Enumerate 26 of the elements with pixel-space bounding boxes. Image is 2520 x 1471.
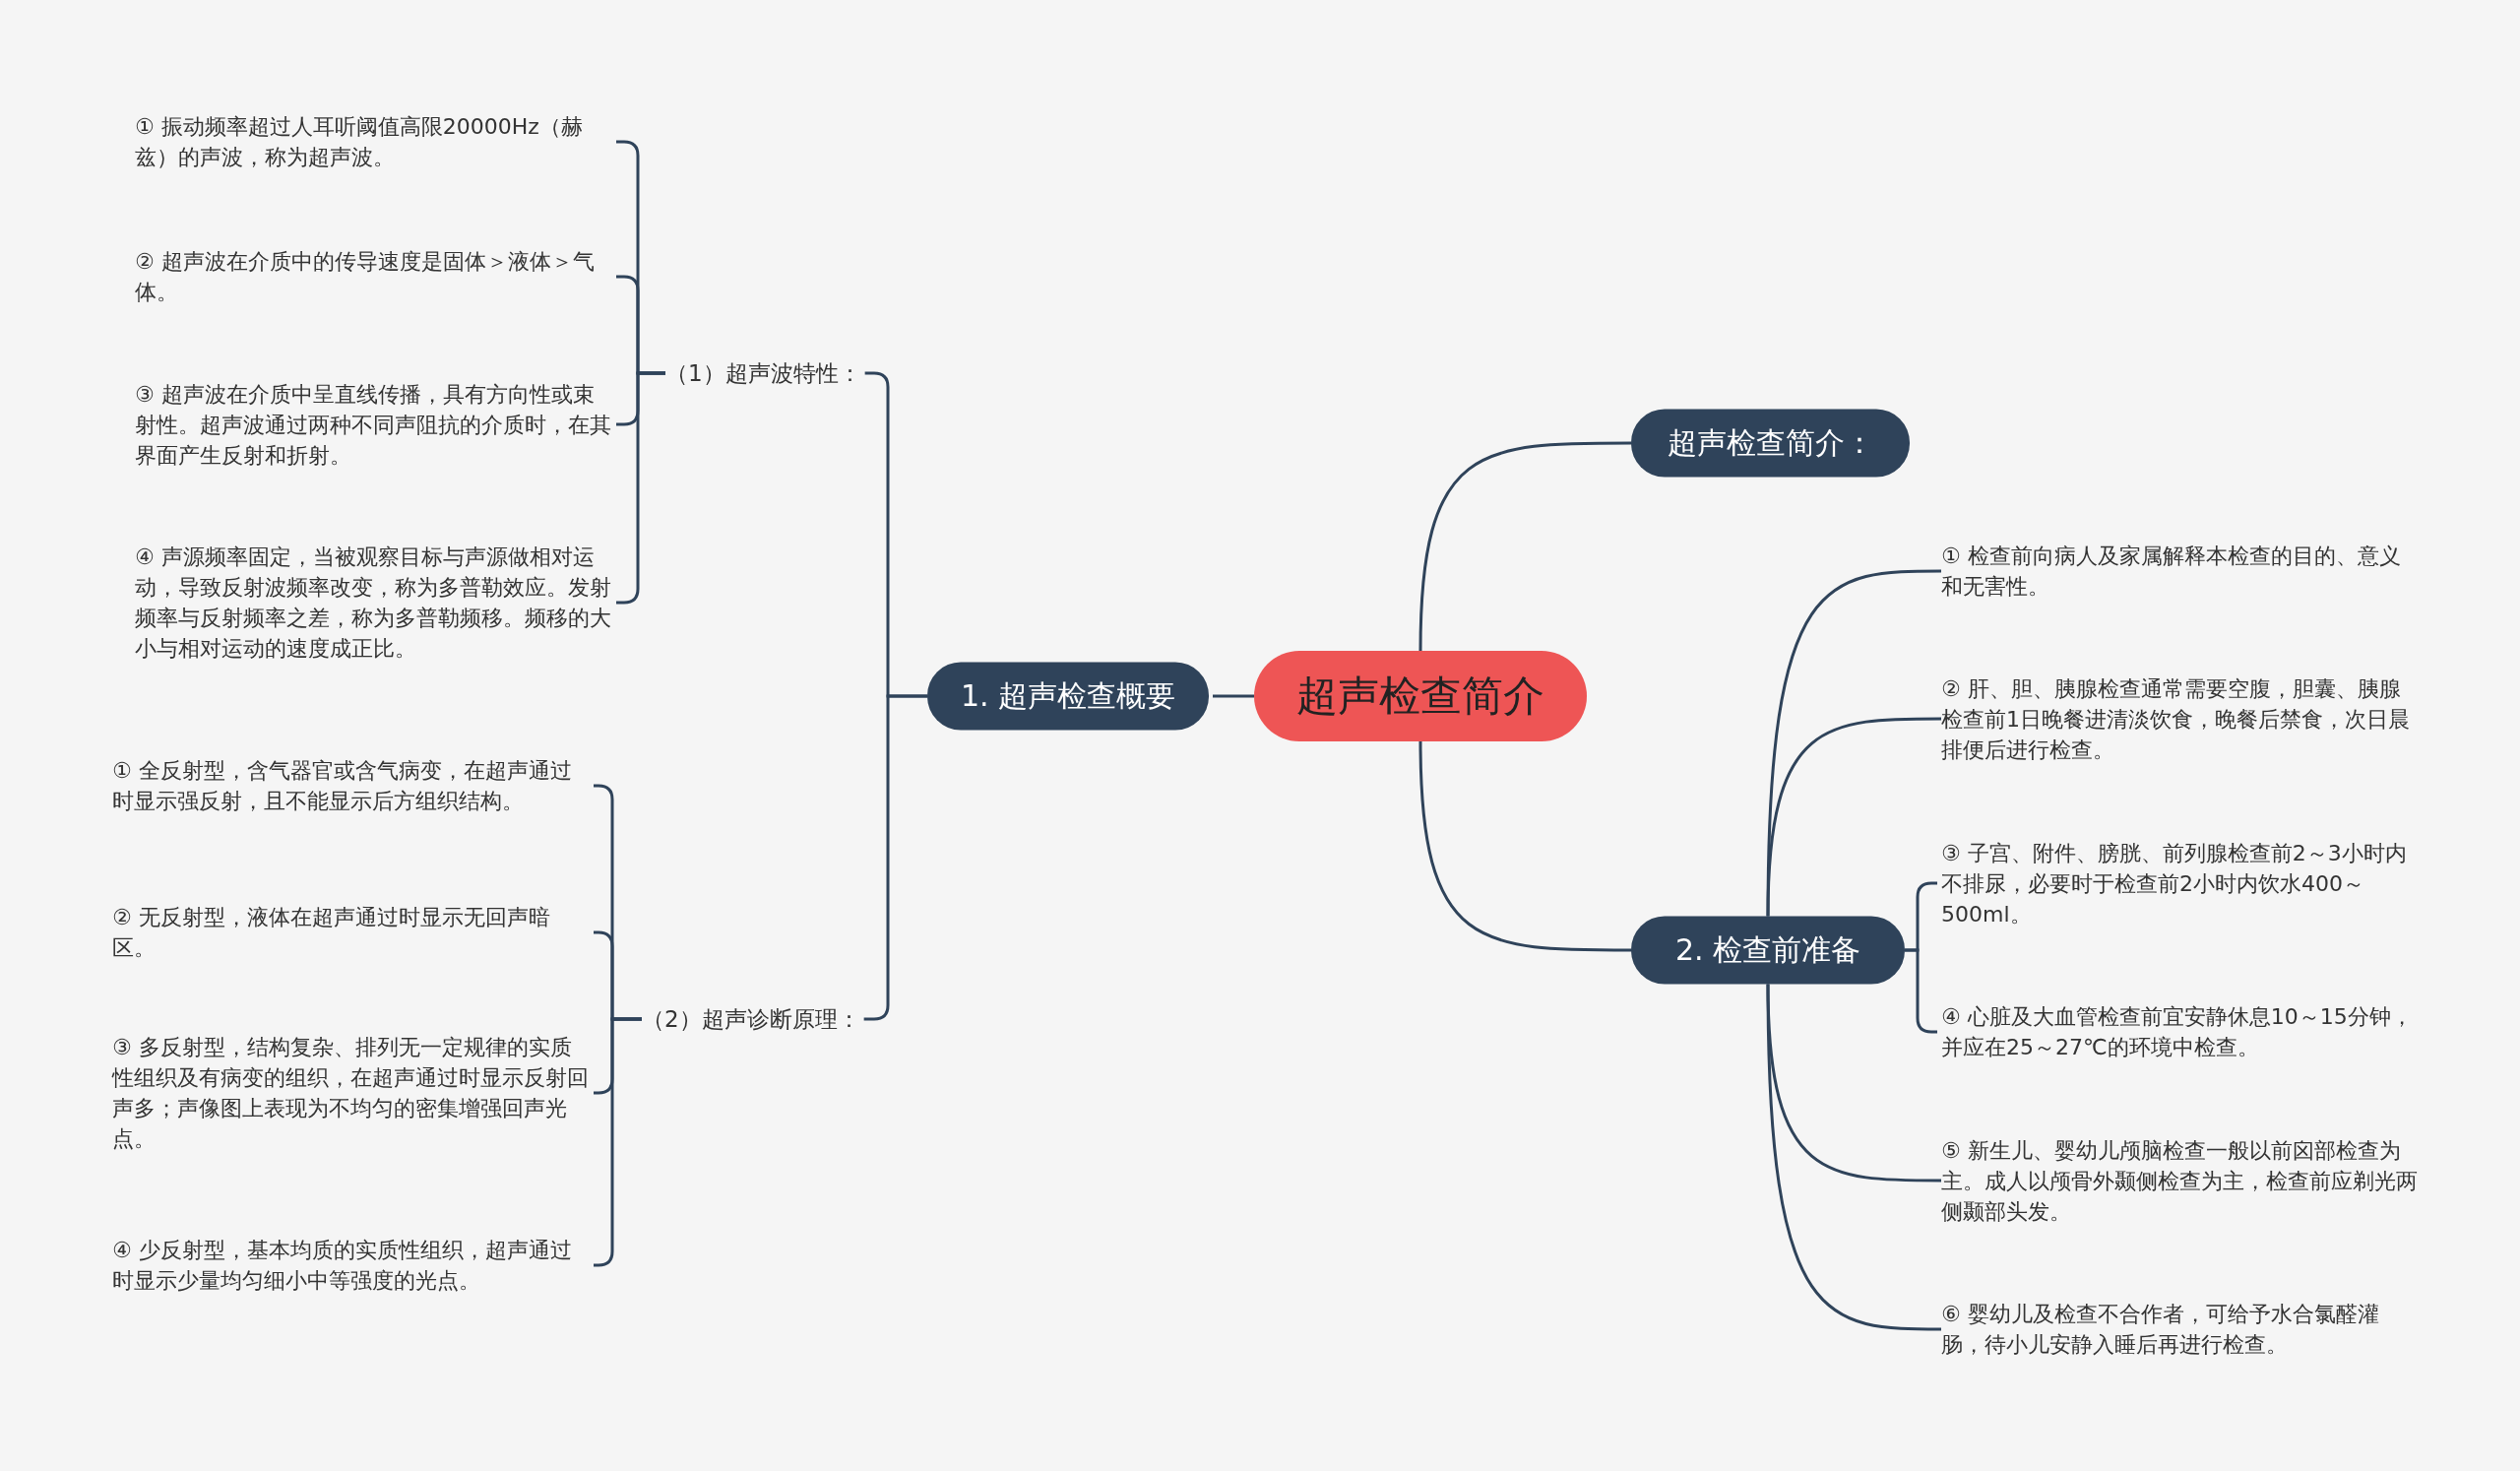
connector — [1766, 984, 1941, 1331]
central-topic: 超声检查简介 — [1254, 651, 1587, 741]
note-text: ⑤ 新生儿、婴幼儿颅脑检查一般以前囟部检查为主。成人以颅骨外颞侧检查为主，检查前应剃光两侧颞部头发。 — [1941, 1134, 2419, 1227]
note-text: ⑥ 婴幼儿及检查不合作者，可给予水合氯醛灌肠，待小儿安静入睡后再进行检查。 — [1941, 1299, 2419, 1360]
note-text: ② 肝、胆、胰腺检查通常需要空腹，胆囊、胰腺检查前1日晚餐进清淡饮食，晚餐后禁食，次日晨排便后进行检查。 — [1941, 672, 2419, 765]
note-text: ④ 声源频率固定，当被观察目标与声源做相对运动，导致反射波频率改变，称为多普勒效应。发射频率与反射频率之差，称为多普勒频移。频移的大小与相对运动的速度成正比。 — [135, 542, 612, 664]
topic-pill: 2. 检查前准备 — [1631, 916, 1905, 985]
note-text: ① 检查前向病人及家属解释本检查的目的、意义和无害性。 — [1941, 541, 2419, 602]
note-text: ③ 子宫、附件、膀胱、前列腺检查前2～3小时内不排尿，必要时于检查前2小时内饮水400～500ml。 — [1941, 837, 2419, 929]
note-text: ① 振动频率超过人耳听阈值高限20000Hz（赫兹）的声波，称为超声波。 — [135, 111, 612, 172]
connector — [1766, 717, 1941, 917]
note-text: ③ 超声波在介质中呈直线传播，具有方向性或束射性。超声波通过两种不同声阻抗的介质时，在其界面产生反射和折射。 — [135, 378, 612, 471]
note-text: ④ 少反射型，基本均质的实质性组织，超声通过时显示少量均匀细小中等强度的光点。 — [112, 1235, 590, 1296]
connector — [1418, 740, 1631, 952]
connector — [1766, 569, 1941, 917]
topic-pill: 超声检查简介： — [1631, 409, 1910, 478]
connector — [1418, 441, 1631, 652]
subtopic-text: （1）超声波特性： — [665, 357, 861, 389]
note-text: ② 无反射型，液体在超声通过时显示无回声暗区。 — [112, 902, 590, 963]
note-text: ④ 心脏及大血管检查前宜安静休息10～15分钟，并应在25～27℃的环境中检查。 — [1941, 1001, 2419, 1062]
connector — [1213, 694, 1254, 698]
topic-pill: 1. 超声检查概要 — [927, 662, 1209, 731]
note-text: ① 全反射型，含气器官或含气病变，在超声通过时显示强反射，且不能显示后方组织结构。 — [112, 755, 590, 816]
note-text: ② 超声波在介质中的传导速度是固体＞液体＞气体。 — [135, 246, 612, 307]
subtopic-text: （2）超声诊断原理： — [642, 1003, 860, 1035]
note-text: ③ 多反射型，结构复杂、排列无一定规律的实质性组织及有病变的组织，在超声通过时显示反射回声多；声像图上表现为不均匀的密集增强回声光点。 — [112, 1032, 590, 1154]
